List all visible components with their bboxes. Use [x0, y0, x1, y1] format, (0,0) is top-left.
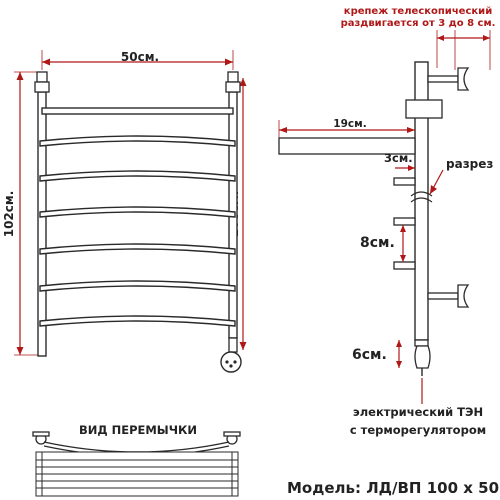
depth-label: 19см. — [333, 118, 366, 130]
rung-1 — [39, 135, 236, 147]
jumper-grid — [35, 451, 239, 497]
right-top-fitting — [225, 81, 241, 93]
width-label: 50см. — [121, 50, 159, 64]
top-bar — [41, 107, 234, 115]
offset-dimension: 3см. — [384, 151, 415, 171]
depth-arm — [278, 137, 416, 155]
side-rung-3 — [393, 261, 416, 270]
jumper-right-fitting — [223, 431, 241, 445]
bracket-range-dimension — [436, 30, 491, 70]
rung-4 — [39, 243, 236, 255]
heater-length-label: 6см. — [352, 347, 387, 363]
spacing-label: 8см. — [360, 235, 395, 251]
front-view: 50см. 102см. 100см. — [2, 50, 247, 373]
side-rung-2 — [393, 217, 416, 226]
jumper-view: ВИД ПЕРЕМЫЧКИ — [32, 423, 241, 497]
rung-6 — [39, 315, 236, 327]
side-view: крепеж телескопический раздвигается от 3… — [278, 6, 496, 437]
wall-bracket-bottom — [427, 284, 470, 308]
rung-3 — [39, 206, 236, 218]
depth-dimension: 19см. — [278, 118, 415, 138]
side-rung-1 — [393, 177, 416, 186]
left-top-fitting — [34, 81, 50, 93]
rung-5 — [39, 280, 236, 292]
heater-element — [414, 339, 431, 376]
heater-plug — [220, 337, 242, 373]
left-top-cap — [36, 71, 48, 83]
bracket-note-line-1: крепеж телескопический — [344, 6, 492, 17]
height-left-dimension: 102см. — [2, 71, 40, 356]
left-upright — [37, 91, 47, 357]
width-dimension: 50см. — [41, 50, 234, 70]
heater-dimension: 6см. — [352, 340, 402, 368]
cut-label: разрез — [446, 157, 493, 171]
model-label: Модель: ЛД/ВП 100 х 50 — [287, 479, 499, 497]
jumper-view-title: ВИД ПЕРЕМЫЧКИ — [79, 423, 197, 437]
wall-bracket-top — [405, 67, 470, 119]
jumper-left-fitting — [32, 431, 50, 445]
rung-2 — [39, 170, 236, 182]
heater-note-line-2: с терморегулятором — [350, 423, 486, 437]
bracket-note-line-2: раздвигается от 3 до 8 см. — [341, 18, 496, 29]
spacing-dimension: 8см. — [360, 225, 406, 262]
offset-label: 3см. — [384, 151, 413, 165]
heater-note-line-1: электрический ТЭН — [353, 405, 483, 419]
height-left-label: 102см. — [2, 191, 16, 238]
cut-marker: разрез — [410, 157, 493, 203]
right-top-cap — [227, 71, 239, 83]
